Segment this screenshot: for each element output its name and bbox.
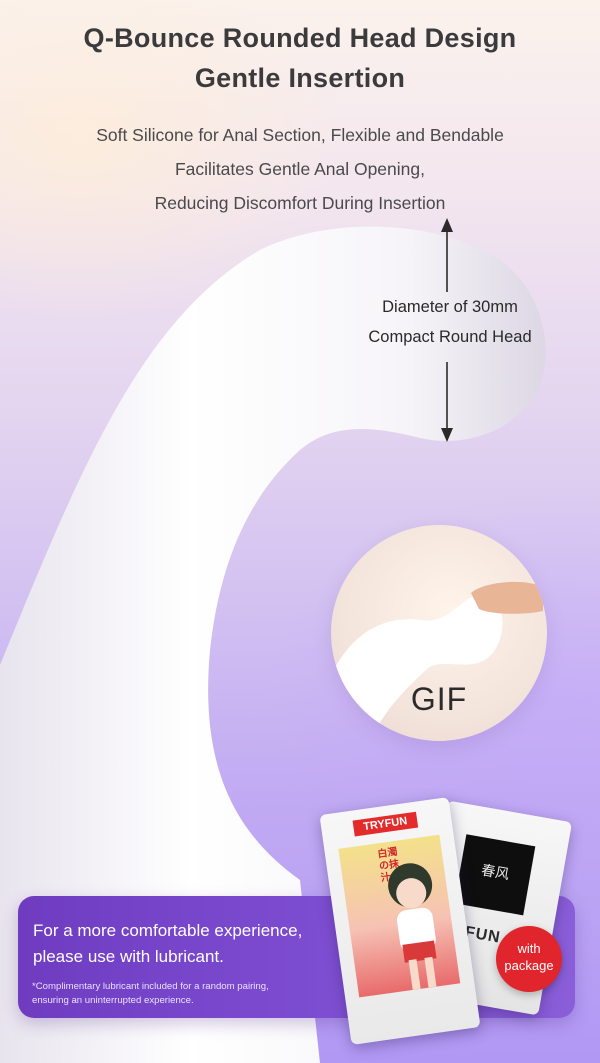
banner-note-line-2: ensuring an uninterrupted experience.: [32, 995, 194, 1006]
banner-main-line-2: please use with lubricant.: [33, 947, 224, 966]
banner-note: *Complimentary lubricant included for a …: [32, 980, 352, 1008]
banner-main-text: For a more comfortable experience, pleas…: [33, 918, 353, 970]
gif-preview: GIF: [331, 525, 547, 741]
gif-label: GIF: [410, 681, 468, 717]
badge-line-1: with: [517, 941, 541, 956]
banner-main-line-1: For a more comfortable experience,: [33, 921, 303, 940]
headline-line-2: Gentle Insertion: [194, 63, 406, 93]
headline: Q-Bounce Rounded Head Design Gentle Inse…: [0, 18, 600, 98]
subcopy-line-3: Reducing Discomfort During Insertion: [154, 193, 446, 213]
headline-line-1: Q-Bounce Rounded Head Design: [83, 23, 517, 53]
subcopy: Soft Silicone for Anal Section, Flexible…: [0, 118, 600, 220]
subcopy-line-2: Facilitates Gentle Anal Opening,: [174, 159, 425, 179]
dimension-label-diameter: Diameter of 30mm: [382, 298, 518, 316]
dimension-label-head: Compact Round Head: [368, 328, 532, 346]
with-package-badge: with package: [496, 926, 562, 992]
gif-product-image: [331, 581, 543, 741]
banner-note-line-1: *Complimentary lubricant included for a …: [32, 981, 269, 992]
product-shape: [0, 226, 546, 1063]
badge-line-2: package: [504, 958, 554, 973]
arrowhead-down: [441, 428, 453, 442]
subcopy-line-1: Soft Silicone for Anal Section, Flexible…: [96, 125, 504, 145]
arrowhead-up: [441, 218, 453, 232]
lubricant-banner: For a more comfortable experience, pleas…: [18, 896, 575, 1018]
